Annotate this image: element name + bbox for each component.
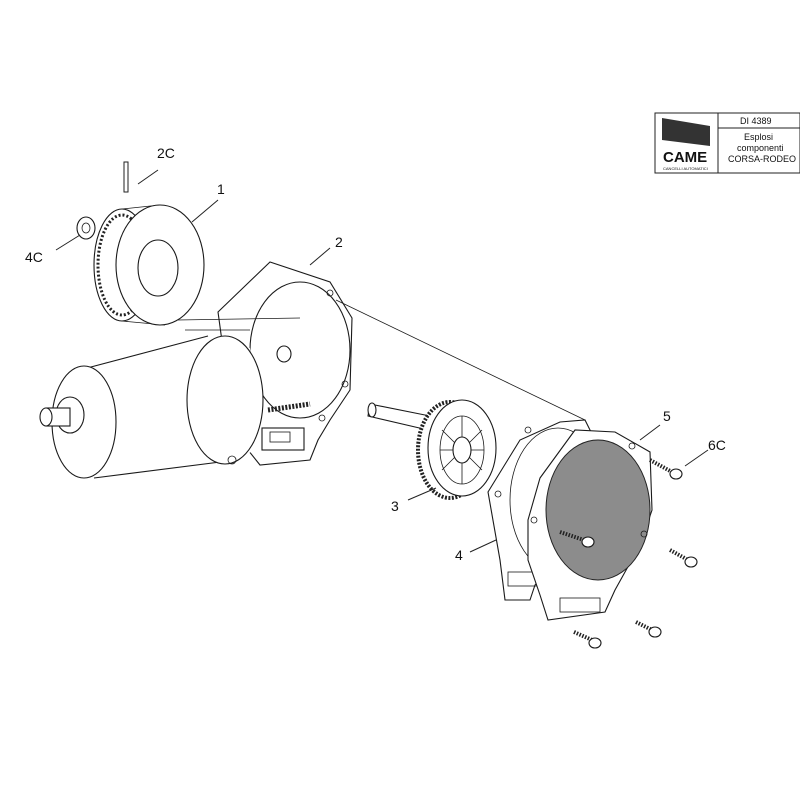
screw (573, 630, 602, 649)
callout-4c: 4C (25, 249, 43, 265)
title-line-2: componenti (737, 143, 784, 153)
callout-2: 2 (335, 234, 343, 250)
title-block: CAME CANCELLI AUTOMATICI DI 4389 Esplosi… (654, 112, 800, 174)
leader-lines (55, 169, 709, 553)
drawing-number: DI 4389 (740, 116, 772, 126)
callout-3: 3 (391, 498, 399, 514)
part-2c-pin (123, 161, 129, 193)
callout-5: 5 (663, 408, 671, 424)
screw (635, 620, 662, 638)
title-line-1: Esplosi (744, 132, 773, 142)
callout-1: 1 (217, 181, 225, 197)
logo-text: CAME (663, 149, 707, 166)
title-line-3: CORSA-RODEO (728, 154, 796, 164)
screw (669, 548, 698, 568)
logo-tagline: CANCELLI AUTOMATICI (663, 166, 708, 171)
came-logo: CAME CANCELLI AUTOMATICI (662, 118, 710, 171)
callouts: 2C 1 4C 2 3 4 5 6C (25, 145, 726, 563)
callout-4: 4 (455, 547, 463, 563)
assembly-axis-line (335, 299, 586, 421)
screw (649, 458, 683, 480)
callout-6c: 6C (708, 437, 726, 453)
screw (559, 530, 595, 548)
callout-2c: 2C (157, 145, 175, 161)
part-1-pulley (93, 204, 205, 326)
part-2-motor-housing (39, 261, 353, 479)
part-6c-screws (559, 458, 698, 649)
part-5-cover (527, 429, 653, 621)
part-4c-washer (76, 216, 96, 240)
part-3-gear (367, 399, 497, 500)
